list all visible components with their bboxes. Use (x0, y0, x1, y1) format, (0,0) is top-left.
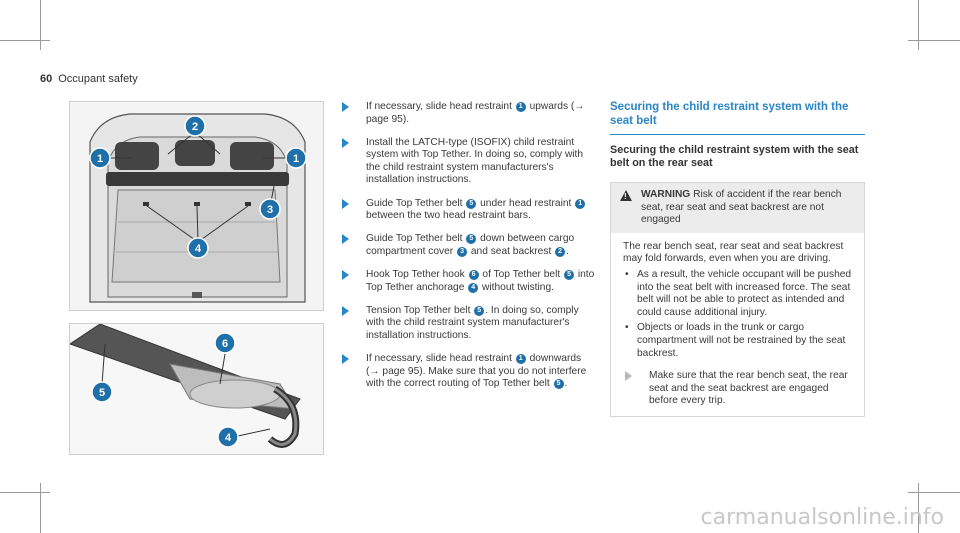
svg-text:6: 6 (222, 338, 228, 350)
callout-ref: 5 (466, 234, 477, 245)
step-text: . In doing so, com­ply with the child re… (366, 304, 579, 341)
callout-ref: 1 (575, 198, 586, 209)
instruction-step: Guide Top Tether belt 5 down between car… (340, 233, 595, 258)
tether-hook-illustration: 6 5 4 (70, 324, 323, 454)
svg-text:4: 4 (225, 432, 232, 444)
callout-ref: 5 (466, 198, 477, 209)
step-text: down­wards (→ page 95). Make sure that y… (366, 352, 587, 390)
warning-text: The rear bench seat, rear seat and seat … (623, 240, 844, 265)
instruction-step: Tension Top Tether belt 5. In doing so, … (340, 305, 595, 343)
warning-box: WARNING Risk of accident if the rear ben… (610, 182, 865, 417)
step-text: . (566, 245, 569, 257)
cargo-area-illustration: 1 2 1 3 4 (70, 102, 323, 310)
svg-text:3: 3 (267, 204, 273, 216)
callout: 1 (89, 147, 111, 169)
crop-mark (918, 483, 919, 533)
warning-label: WARNING (641, 189, 691, 200)
warning-bullet: As a result, the vehicle occupant will b… (623, 269, 854, 319)
callout: 5 (91, 381, 113, 403)
callout: 3 (259, 198, 281, 220)
step-arrow-icon (342, 102, 349, 112)
callout-ref: 6 (468, 269, 479, 280)
callout-ref: 1 (515, 102, 526, 112)
section-title: Occupant safety (58, 73, 138, 85)
callout: 4 (217, 426, 239, 448)
step-text: into Top Tether anchorage (366, 268, 595, 293)
step-arrow-icon (342, 198, 349, 209)
step-text: upwards (→ page 95). (366, 101, 585, 125)
callout-ref: 4 (468, 282, 479, 293)
step-arrow-icon (342, 305, 349, 316)
crop-mark (40, 0, 41, 50)
callout-ref: 1 (515, 353, 526, 364)
svg-text:4: 4 (195, 243, 202, 255)
section-heading: Securing the child restraint system with… (610, 101, 849, 127)
page-number: 60 (40, 73, 53, 85)
warning-title: Risk of accident if the rear bench seat,… (641, 189, 842, 226)
callout-ref: 3 (457, 246, 468, 257)
callout: 2 (184, 115, 206, 137)
callout: 6 (214, 332, 236, 354)
figure-cargo-area: 1 2 1 3 4 (69, 101, 324, 311)
svg-text:2: 2 (192, 121, 198, 133)
step-text: Tension Top Tether belt (366, 304, 474, 316)
step-arrow-icon (342, 269, 349, 280)
figure-tether-hook: 6 5 4 (69, 323, 324, 455)
step-arrow-icon (625, 371, 632, 382)
instruction-step: Guide Top Tether belt 5 under head restr… (340, 198, 595, 223)
step-arrow-icon (342, 137, 349, 148)
step-text: . (564, 378, 568, 390)
warning-action-text: Make sure that the rear bench seat, the … (649, 370, 848, 407)
step-text: Install the LATCH-type (ISOFIX) child re… (366, 136, 584, 186)
heading-rule (610, 134, 865, 135)
watermark: carmanualsonline.info (700, 505, 944, 530)
step-text: under head restraint (477, 197, 575, 209)
crop-mark (40, 483, 41, 533)
instruction-steps: If necessary, slide head restraint 1 upw… (340, 101, 595, 401)
instruction-step: Hook Top Tether hook 6 of Top Tether bel… (340, 269, 595, 294)
callout-ref: 2 (555, 246, 566, 257)
instruction-step: If necessary, slide head restraint 1 dow… (340, 353, 595, 391)
callout: 1 (285, 147, 307, 169)
warning-body: The rear bench seat, rear seat and seat … (611, 233, 864, 416)
crop-mark (918, 0, 919, 50)
step-text: of Top Tether belt (479, 268, 564, 280)
callout-ref: 5 (564, 269, 575, 280)
step-text: without twisting. (479, 281, 554, 293)
callout-ref: 5 (553, 379, 564, 390)
warning-triangle-icon (620, 190, 632, 204)
crop-mark (908, 492, 960, 493)
step-text: and seat back­rest (468, 245, 555, 257)
instruction-step: Install the LATCH-type (ISOFIX) child re… (340, 137, 595, 187)
subsection-heading: Securing the child restraint system with… (610, 144, 859, 169)
svg-text:1: 1 (97, 153, 103, 165)
callout: 4 (187, 237, 209, 259)
crop-mark (908, 40, 960, 41)
step-text: down between cargo compartment cover (366, 233, 575, 257)
step-text: If necessary, slide head restraint (366, 352, 515, 364)
step-text: Guide Top Tether belt (366, 233, 466, 245)
svg-text:1: 1 (293, 153, 299, 165)
right-column: Securing the child restraint system with… (610, 101, 865, 417)
step-arrow-icon (342, 234, 349, 245)
step-text: Hook Top Tether hook (366, 268, 468, 280)
warning-header: WARNING Risk of accident if the rear ben… (611, 183, 864, 233)
instruction-step: If necessary, slide head restraint 1 upw… (340, 101, 595, 126)
svg-text:5: 5 (99, 387, 105, 399)
step-arrow-icon (342, 353, 349, 364)
crop-mark (0, 40, 50, 41)
page-header: 60 Occupant safety (40, 73, 138, 85)
warning-bullet: Objects or loads in the trunk or cargo c… (623, 322, 854, 360)
callout-ref: 5 (474, 305, 485, 316)
crop-mark (0, 492, 50, 493)
step-text: between the two head restraint bars. (366, 210, 531, 222)
step-text: Guide Top Tether belt (366, 197, 466, 209)
step-text: If necessary, slide head restraint (366, 101, 515, 112)
warning-action: Make sure that the rear bench seat, the … (623, 370, 854, 408)
